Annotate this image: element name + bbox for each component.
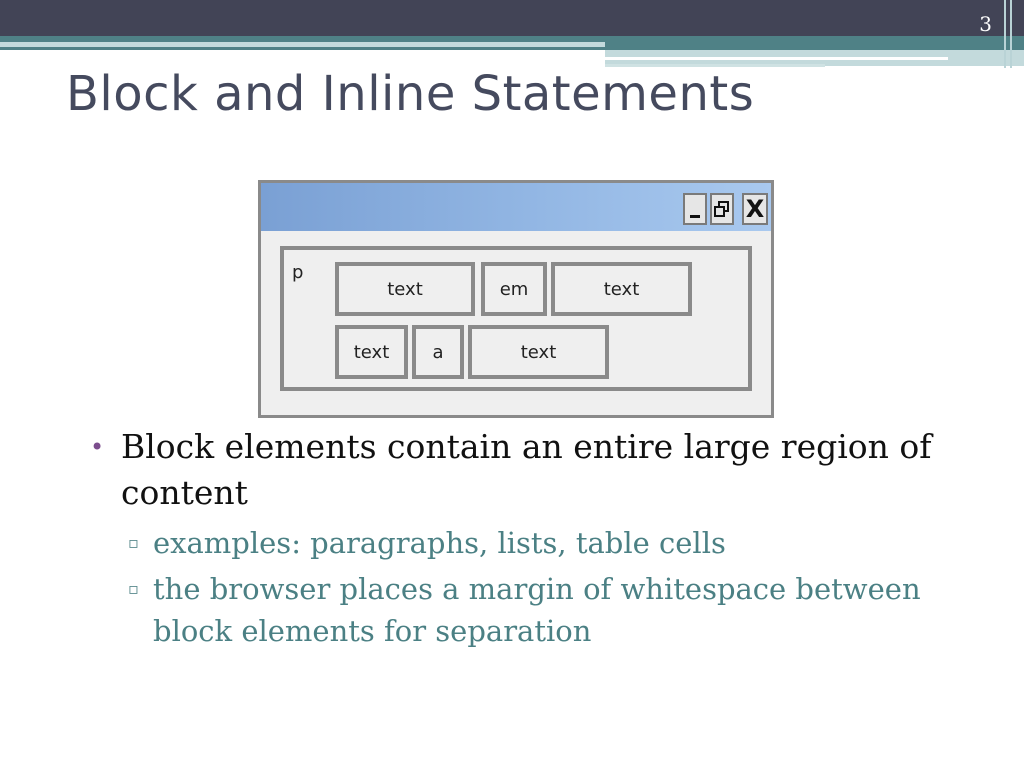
diagram-window: X p text em text text a text bbox=[258, 180, 774, 418]
slide-title: Block and Inline Statements bbox=[66, 66, 755, 122]
bullet-item: • Block elements contain an entire large… bbox=[90, 424, 980, 516]
restore-icon bbox=[714, 201, 729, 217]
header-stripe bbox=[605, 64, 825, 67]
window-titlebar: X bbox=[261, 183, 771, 231]
sub-bullet-item: ▫ examples: paragraphs, lists, table cel… bbox=[90, 522, 980, 564]
header-stripe bbox=[0, 42, 605, 47]
header-stripe bbox=[605, 57, 948, 60]
minimize-icon bbox=[690, 214, 700, 218]
inline-box: text bbox=[551, 262, 692, 316]
inline-box: text bbox=[335, 325, 408, 379]
bullet-dot-icon: • bbox=[90, 433, 105, 461]
bullet-text: Block elements contain an entire large r… bbox=[121, 427, 932, 512]
inline-box: em bbox=[481, 262, 547, 316]
close-button: X bbox=[742, 193, 768, 225]
inline-box: text bbox=[335, 262, 475, 316]
bullet-list: • Block elements contain an entire large… bbox=[90, 424, 980, 652]
inline-box: a bbox=[412, 325, 464, 379]
header-bar-dark bbox=[0, 0, 1024, 36]
sub-bullet-item: ▫ the browser places a margin of whitesp… bbox=[90, 568, 980, 652]
restore-button bbox=[710, 193, 734, 225]
header-divider bbox=[1004, 0, 1006, 68]
header-divider bbox=[1010, 0, 1012, 68]
sub-bullet-text: examples: paragraphs, lists, table cells bbox=[153, 526, 726, 560]
block-label: p bbox=[292, 262, 304, 283]
inline-box: text bbox=[468, 325, 609, 379]
block-element-p: p text em text text a text bbox=[280, 246, 752, 391]
sub-bullet-text: the browser places a margin of whitespac… bbox=[153, 572, 921, 648]
slide-number: 3 bbox=[979, 12, 992, 36]
sub-bullet-square-icon: ▫ bbox=[128, 533, 139, 552]
minimize-button bbox=[683, 193, 707, 225]
sub-bullet-square-icon: ▫ bbox=[128, 579, 139, 598]
close-icon: X bbox=[745, 195, 765, 223]
